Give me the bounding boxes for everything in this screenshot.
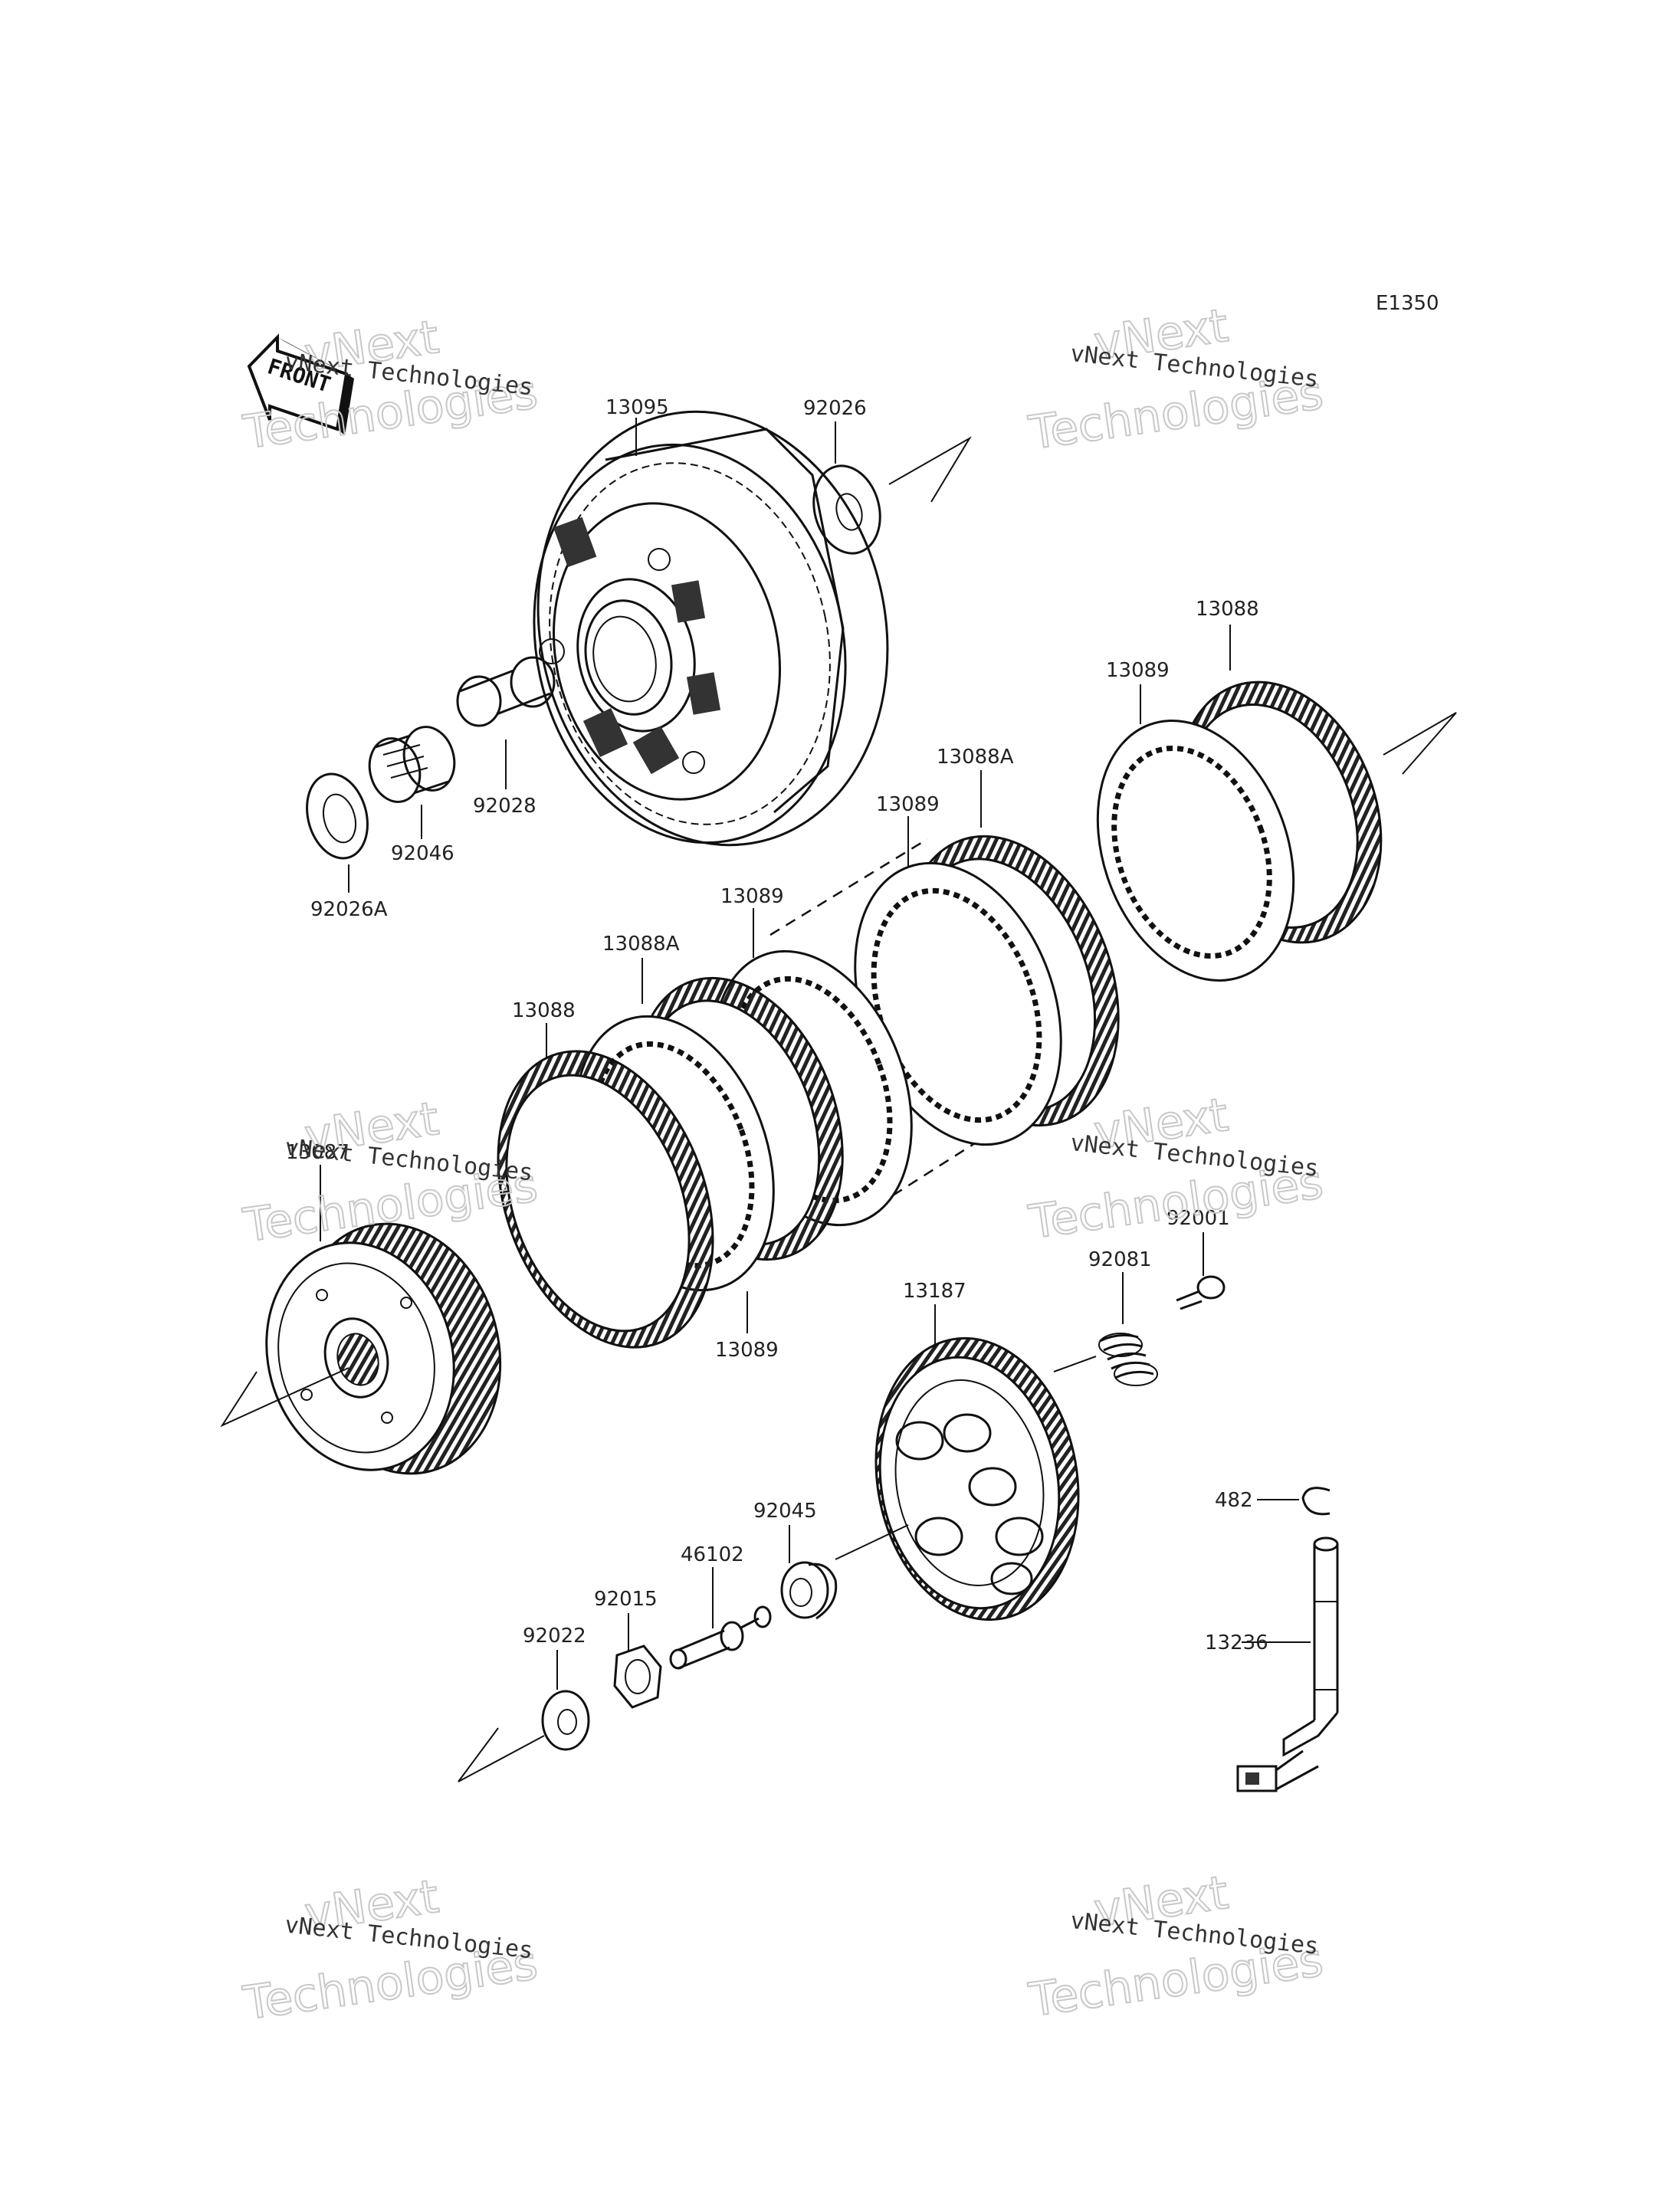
bolt-92001 bbox=[1176, 1275, 1226, 1310]
part-label-13089-left: 13089 bbox=[720, 885, 784, 908]
part-label-92045: 92045 bbox=[753, 1500, 817, 1523]
part-label-46102: 46102 bbox=[681, 1543, 744, 1566]
part-label-13187: 13187 bbox=[903, 1280, 966, 1303]
part-label-13088-top: 13088 bbox=[1196, 598, 1259, 621]
part-label-92028: 92028 bbox=[473, 795, 536, 818]
watermark-top-right: vNext Technologies vNext Technologies bbox=[1025, 298, 1327, 461]
steel-plate-13089-top bbox=[1096, 720, 1295, 982]
part-label-13095: 13095 bbox=[605, 396, 669, 419]
nut-92015 bbox=[613, 1644, 662, 1709]
watermark-bottom-left: vNext Technologies vNext Technologies bbox=[239, 1869, 541, 2031]
friction-plate-13088-left bbox=[497, 1050, 714, 1349]
spring-92081 bbox=[1098, 1333, 1158, 1386]
diagram-code: E1350 bbox=[1376, 292, 1439, 315]
part-label-13088A-lower: 13088A bbox=[602, 933, 680, 956]
washer-92026 bbox=[812, 464, 881, 555]
part-label-13088-left: 13088 bbox=[512, 999, 576, 1022]
part-label-13236: 13236 bbox=[1205, 1631, 1268, 1654]
part-label-13089-bottom: 13089 bbox=[715, 1339, 779, 1362]
watermark-middle-left: vNext Technologies vNext Technologies bbox=[239, 1091, 541, 1254]
washer-92022 bbox=[541, 1690, 590, 1751]
front-arrow-icon: FRONT bbox=[247, 333, 354, 435]
watermark-bottom-right: vNext Technologies vNext Technologies bbox=[1025, 1865, 1327, 2028]
part-label-13087: 13087 bbox=[286, 1141, 349, 1164]
part-label-13089-mid: 13089 bbox=[876, 793, 940, 816]
washer-92026A bbox=[306, 772, 369, 860]
clutch-hub-13087 bbox=[265, 1222, 502, 1475]
part-label-92026A: 92026A bbox=[310, 898, 388, 921]
clutch-housing bbox=[533, 410, 889, 847]
part-label-482: 482 bbox=[1215, 1489, 1253, 1512]
part-label-92015: 92015 bbox=[594, 1588, 658, 1611]
part-label-92022: 92022 bbox=[523, 1625, 586, 1648]
bearing-92045 bbox=[780, 1561, 838, 1620]
part-label-92081: 92081 bbox=[1088, 1248, 1152, 1271]
pushrod-46102 bbox=[669, 1605, 772, 1670]
steel-plate-13089-mid bbox=[854, 861, 1062, 1146]
pressure-plate-13187 bbox=[874, 1336, 1080, 1622]
part-label-92026: 92026 bbox=[803, 397, 867, 420]
part-label-92001: 92001 bbox=[1166, 1207, 1230, 1230]
part-label-92046: 92046 bbox=[391, 842, 454, 865]
sleeve-92028 bbox=[456, 656, 556, 727]
part-label-13088A-upper: 13088A bbox=[937, 746, 1014, 769]
part-label-13089-top: 13089 bbox=[1106, 659, 1170, 682]
release-lever-shaft-13236 bbox=[1236, 1536, 1339, 1792]
needle-bearing-92046 bbox=[368, 726, 456, 803]
circlip-482 bbox=[1301, 1487, 1331, 1516]
